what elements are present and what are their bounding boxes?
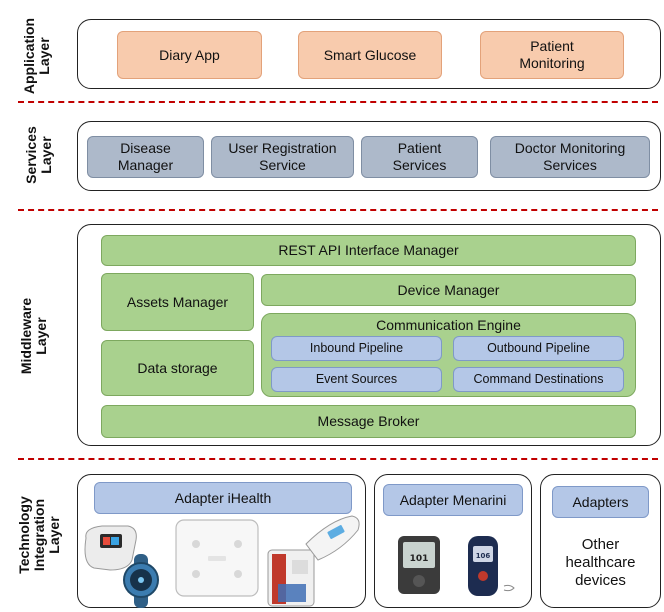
- diary-app-box: Diary App: [117, 31, 262, 79]
- communication-engine-label: Communication Engine: [376, 317, 521, 333]
- pulse-oximeter-icon: [84, 525, 137, 571]
- layer-divider: [18, 458, 658, 460]
- adapter-menarini-box: Adapter Menarini: [383, 484, 523, 516]
- smart-scale-icon: [175, 519, 259, 597]
- application-layer-label: Application Layer: [21, 17, 52, 95]
- adapters-box: Adapters: [552, 486, 649, 518]
- event-sources-box: Event Sources: [271, 367, 442, 392]
- device-manager-box: Device Manager: [261, 274, 636, 306]
- layer-divider: [18, 101, 658, 103]
- user-registration-box: User Registration Service: [211, 136, 354, 178]
- command-destinations-box: Command Destinations: [453, 367, 624, 392]
- patient-monitoring-box: Patient Monitoring: [480, 31, 624, 79]
- menarini-devices-illustration: 101 106: [398, 536, 515, 596]
- layer-divider: [18, 209, 658, 211]
- message-broker-box: Message Broker: [101, 405, 636, 438]
- smart-glucose-box: Smart Glucose: [298, 31, 442, 79]
- doctor-monitoring-box: Doctor Monitoring Services: [490, 136, 650, 178]
- technology-layer-label: Technology Integration Layer: [16, 496, 62, 574]
- fitness-tracker-icon: [123, 554, 159, 608]
- glucometer-icon: 106: [468, 536, 515, 596]
- middleware-layer-label: Middleware Layer: [18, 297, 49, 375]
- rest-api-box: REST API Interface Manager: [101, 235, 636, 266]
- wrist-monitor-icon: [305, 515, 360, 561]
- ihealth-devices-illustration: [84, 515, 360, 608]
- disease-manager-box: Disease Manager: [87, 136, 204, 178]
- outbound-pipeline-box: Outbound Pipeline: [453, 336, 624, 361]
- data-storage-box: Data storage: [101, 340, 254, 396]
- glucometer-icon: 101: [398, 536, 440, 594]
- adapter-ihealth-box: Adapter iHealth: [94, 482, 352, 514]
- blood-pressure-monitor-icon: [267, 549, 315, 607]
- patient-services-box: Patient Services: [361, 136, 478, 178]
- other-healthcare-devices-text: Other healthcare devices: [565, 536, 636, 589]
- services-layer-label: Services Layer: [23, 126, 54, 184]
- assets-manager-box: Assets Manager: [101, 273, 254, 331]
- inbound-pipeline-box: Inbound Pipeline: [271, 336, 442, 361]
- glucometer-reading-2: 106: [476, 552, 491, 560]
- glucometer-reading-1: 101: [410, 554, 429, 564]
